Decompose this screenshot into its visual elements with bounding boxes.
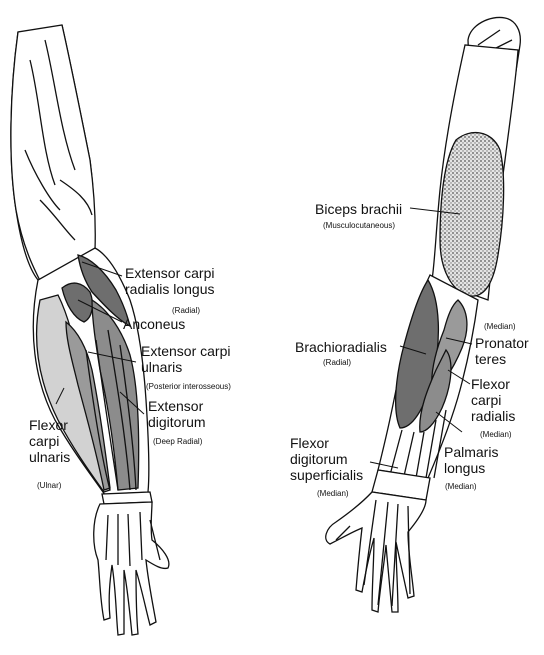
label-ed-line2: digitorum (148, 414, 206, 430)
label-pl-nerve: (Median) (445, 482, 477, 491)
label-fcu-line2: carpi (29, 433, 70, 449)
label-flexor-digitorum-superficialis: Flexor digitorum superficialis (290, 435, 363, 483)
label-pl-line2: longus (444, 460, 498, 476)
label-pt-line2: teres (475, 351, 529, 367)
label-ecrl-line1: Extensor carpi (125, 265, 215, 281)
label-fcr-line3: radialis (471, 408, 515, 424)
label-fcu-line1: Flexor (29, 417, 70, 433)
label-pt-line1: Pronator (475, 335, 529, 351)
label-fcr-line2: carpi (471, 392, 515, 408)
label-ed-line1: Extensor (148, 398, 206, 414)
label-biceps-nerve: (Musculocutaneous) (323, 221, 395, 230)
label-pl-line1: Palmaris (444, 444, 498, 460)
label-fcr-nerve: (Median) (480, 430, 512, 439)
label-anconeus: Anconeus (123, 316, 185, 332)
right-arm-illustration (326, 17, 521, 612)
label-pronator-teres: Pronator teres (475, 335, 529, 367)
label-extensor-digitorum: Extensor digitorum (148, 398, 206, 430)
label-fds-line1: Flexor (290, 435, 363, 451)
biceps-brachii-muscle (440, 133, 504, 297)
label-extensor-carpi-radialis-longus: Extensor carpi radialis longus (125, 265, 215, 297)
label-fcr-line1: Flexor (471, 376, 515, 392)
label-brachioradialis: Brachioradialis (295, 339, 387, 355)
label-biceps-brachii: Biceps brachii (315, 201, 402, 217)
label-ecrl-line2: radialis longus (125, 281, 215, 297)
label-ecu-line1: Extensor carpi (141, 343, 230, 359)
label-ecrl-nerve: (Radial) (172, 306, 200, 315)
left-hand-outline (94, 502, 169, 635)
label-fds-nerve: (Median) (317, 489, 349, 498)
label-fds-line2: digitorum (290, 451, 363, 467)
label-palmaris-longus: Palmaris longus (444, 444, 498, 476)
label-fcu-nerve: (Ulnar) (37, 481, 61, 490)
label-extensor-carpi-ulnaris: Extensor carpi ulnaris (141, 343, 230, 375)
label-fds-line3: superficialis (290, 467, 363, 483)
label-flexor-carpi-radialis: Flexor carpi radialis (471, 376, 515, 424)
label-br-nerve: (Radial) (323, 358, 351, 367)
label-pt-nerve: (Median) (484, 322, 516, 331)
label-ecu-nerve: (Posterior interosseous) (146, 382, 231, 391)
label-ecu-line2: ulnaris (141, 359, 230, 375)
label-ed-nerve: (Deep Radial) (153, 437, 202, 446)
right-hand-outline (326, 492, 426, 612)
label-flexor-carpi-ulnaris: Flexor carpi ulnaris (29, 417, 70, 465)
label-fcu-line3: ulnaris (29, 449, 70, 465)
